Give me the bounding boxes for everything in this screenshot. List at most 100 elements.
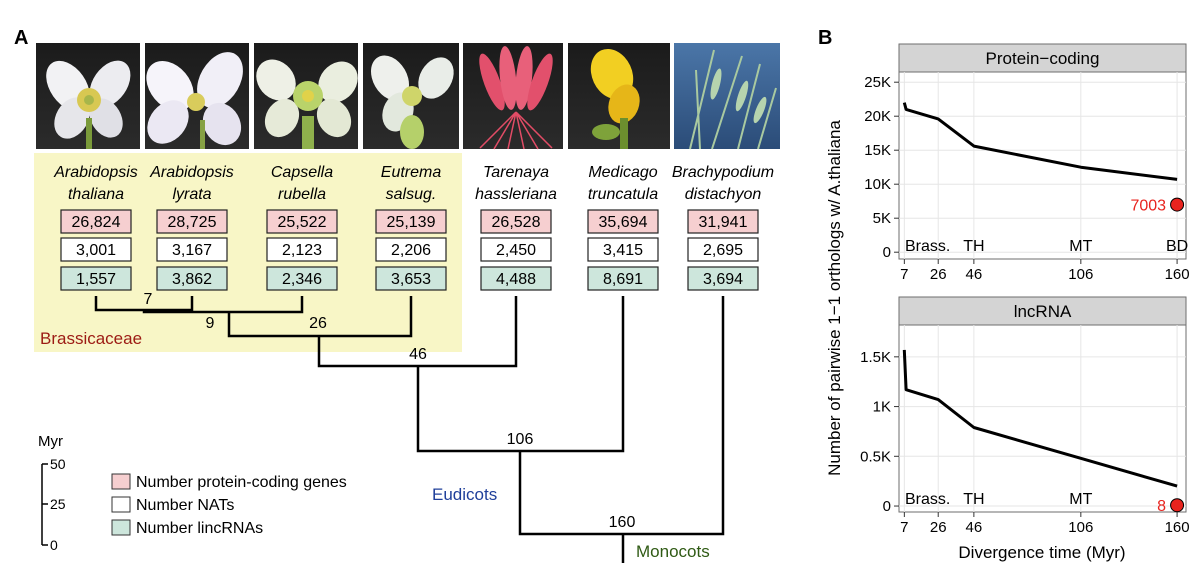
count-box-nat [587, 237, 659, 262]
node-label-7: 7 [144, 291, 153, 308]
scale-unit: Myr [38, 433, 63, 450]
y-tick-label: 10K [864, 176, 891, 193]
species-photo-salsuginea [363, 43, 459, 149]
count-box-protein [156, 209, 228, 234]
count-box-linc [375, 266, 447, 291]
count-value-protein: 31,941 [699, 214, 748, 231]
panel-a-label: A [14, 27, 28, 49]
facet-strip [898, 296, 1187, 326]
x-tick-label: 106 [1068, 266, 1093, 283]
species-photo-lyrata [145, 43, 249, 149]
y-tick-label: 1.5K [860, 349, 891, 366]
node-label-160: 160 [609, 514, 636, 531]
x-tick-label: 7 [900, 266, 908, 283]
eudicots-label: Eudicots [432, 485, 497, 504]
legend-label-linc: Number lincRNAs [136, 520, 263, 537]
species-photo-hassleriana [463, 43, 563, 150]
count-box-protein [266, 209, 338, 234]
species-photo-rubella [254, 43, 358, 149]
count-box-protein [587, 209, 659, 234]
count-box-linc [156, 266, 228, 291]
plot-area [898, 324, 1187, 513]
count-box-nat [156, 237, 228, 262]
species-genus-name: Brachypodium [672, 164, 774, 181]
y-tick-label: 0 [883, 498, 891, 515]
legend-label-protein: Number protein-coding genes [136, 474, 347, 491]
panel-b-label: B [818, 27, 832, 49]
count-box-nat [687, 237, 759, 262]
count-value-nat: 2,206 [391, 242, 431, 259]
highlight-point [1170, 197, 1185, 212]
count-box-linc [60, 266, 132, 291]
count-value-nat: 3,415 [603, 242, 643, 259]
x-tick-label: 160 [1165, 519, 1190, 536]
count-value-linc: 8,691 [603, 271, 643, 288]
node-label-9: 9 [206, 315, 215, 332]
highlight-point [1170, 498, 1185, 513]
node-label-106: 106 [507, 431, 534, 448]
y-tick-label: 20K [864, 108, 891, 125]
y-tick-label: 0 [883, 244, 891, 261]
count-value-nat: 2,695 [703, 242, 743, 259]
node-label-46: 46 [409, 346, 427, 363]
x-tick-label: 106 [1068, 519, 1093, 536]
count-value-linc: 4,488 [496, 271, 536, 288]
species-photo-distachyon [674, 43, 780, 150]
x-tick-label: 46 [966, 266, 983, 283]
species-epithet-name: rubella [278, 186, 326, 203]
y-axis-label: Number of pairwise 1−1 orthologs w/ A.th… [825, 120, 844, 476]
scale-tick-25: 25 [50, 496, 66, 512]
monocots-label: Monocots [636, 542, 710, 561]
count-box-protein [480, 209, 552, 234]
y-tick-label: 0.5K [860, 448, 891, 465]
legend-swatch-protein [111, 473, 131, 490]
count-value-linc: 1,557 [76, 271, 116, 288]
species-epithet-name: distachyon [685, 186, 762, 203]
count-value-nat: 2,450 [496, 242, 536, 259]
species-axis-label: TH [963, 491, 984, 508]
x-tick-label: 160 [1165, 266, 1190, 283]
series-line [902, 349, 1178, 488]
species-epithet-name: thaliana [68, 186, 124, 203]
facet-title: Protein−coding [986, 49, 1100, 68]
species-axis-label: Brass. [905, 491, 950, 508]
species-genus-name: Arabidopsis [149, 164, 234, 181]
facet-title: lncRNA [1014, 302, 1072, 321]
species-axis-label: BD [1166, 238, 1188, 255]
count-value-nat: 3,167 [172, 242, 212, 259]
species-photo-truncatula [568, 43, 670, 149]
count-value-linc: 3,862 [172, 271, 212, 288]
brassicaceae-label: Brassicaceae [40, 329, 142, 348]
count-value-linc: 2,346 [282, 271, 322, 288]
count-value-protein: 26,824 [72, 214, 121, 231]
species-axis-label: MT [1069, 238, 1092, 255]
count-box-linc [266, 266, 338, 291]
highlight-label: 8 [1157, 498, 1166, 515]
y-tick-label: 15K [864, 142, 891, 159]
species-table: Arabidopsisthaliana26,8243,0011,557Arabi… [53, 164, 774, 291]
count-box-linc [480, 266, 552, 291]
tree-branch-9 [142, 296, 304, 314]
x-tick-label: 26 [930, 519, 947, 536]
count-value-protein: 25,522 [278, 214, 327, 231]
y-tick-label: 1K [873, 399, 891, 416]
count-box-protein [687, 209, 759, 234]
y-tick-label: 5K [873, 210, 891, 227]
species-axis-label: TH [963, 238, 984, 255]
count-value-linc: 3,653 [391, 271, 431, 288]
count-value-protein: 35,694 [599, 214, 648, 231]
count-value-protein: 26,528 [492, 214, 541, 231]
scale-tick-50: 50 [50, 456, 66, 472]
count-box-nat [375, 237, 447, 262]
phylogenetic-tree [94, 296, 725, 563]
species-epithet-name: salsug. [386, 186, 437, 203]
count-box-nat [266, 237, 338, 262]
species-axis-label: Brass. [905, 238, 950, 255]
plot-area [898, 71, 1187, 260]
x-tick-label: 46 [966, 519, 983, 536]
species-genus-name: Tarenaya [483, 164, 549, 181]
